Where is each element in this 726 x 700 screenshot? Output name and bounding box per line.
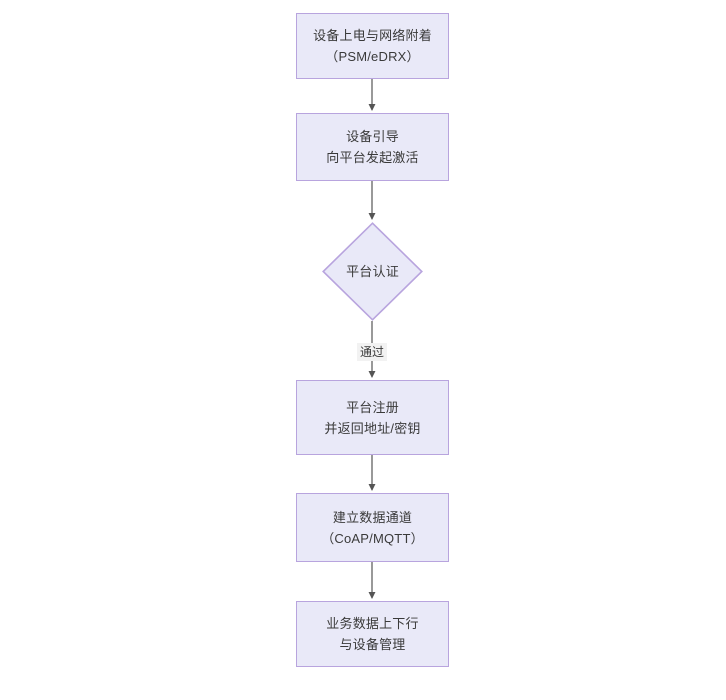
edge-label-pass: 通过 — [356, 343, 388, 361]
node-establish-data-channel[interactable]: 建立数据通道 （CoAP/MQTT） — [296, 493, 449, 562]
diamond-icon — [322, 222, 423, 321]
node-business-data-uplink-downlink-device-management[interactable]: 业务数据上下行 与设备管理 — [296, 601, 449, 667]
node-label: 设备上电与网络附着 （PSM/eDRX） — [313, 28, 432, 64]
node-label: 平台认证 — [346, 264, 399, 279]
node-label: 平台注册 并返回地址/密钥 — [324, 399, 421, 436]
node-platform-registration-return-address-key[interactable]: 平台注册 并返回地址/密钥 — [296, 380, 449, 455]
node-device-bootstrap-activation[interactable]: 设备引导 向平台发起激活 — [296, 113, 449, 181]
node-label: 业务数据上下行 与设备管理 — [326, 616, 419, 652]
node-label: 设备引导 向平台发起激活 — [326, 129, 419, 165]
node-power-on-network-attach[interactable]: 设备上电与网络附着 （PSM/eDRX） — [296, 13, 449, 79]
node-label: 建立数据通道 （CoAP/MQTT） — [321, 509, 424, 546]
node-platform-authentication[interactable]: 平台认证 — [322, 222, 423, 321]
